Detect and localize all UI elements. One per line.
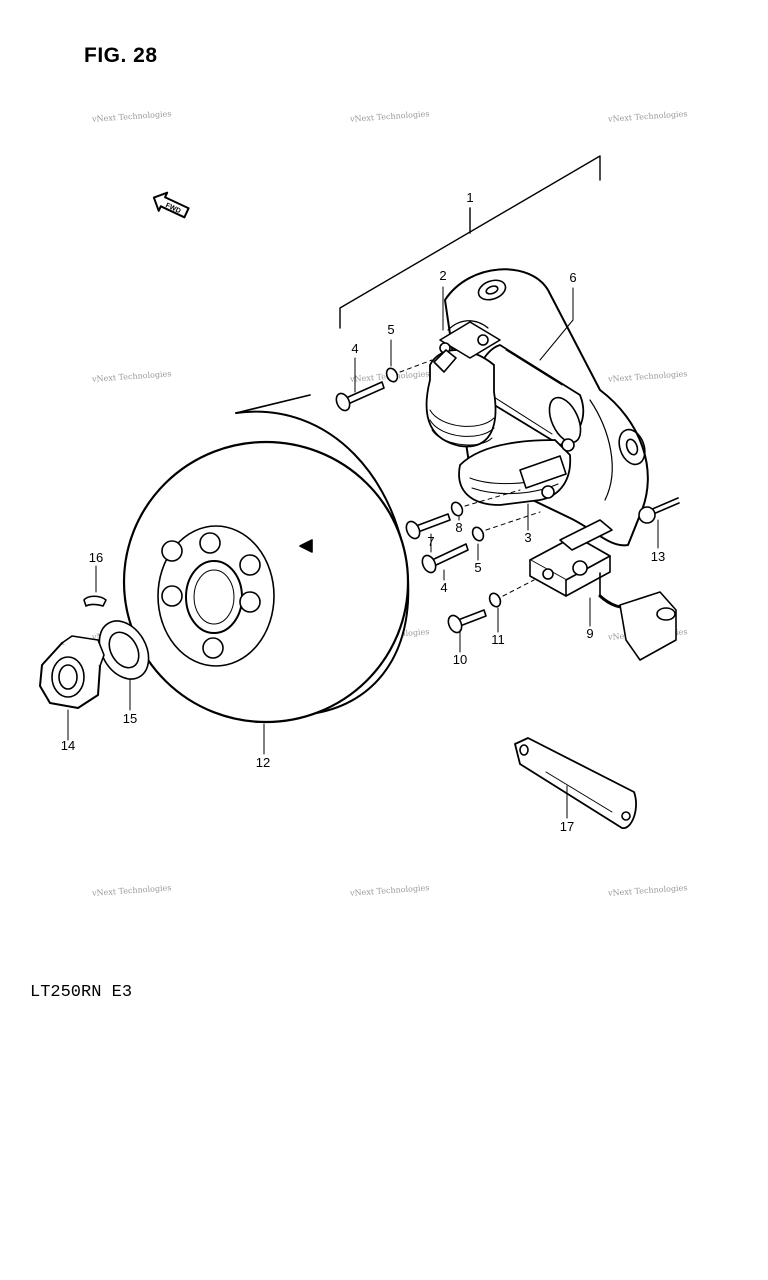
callout-4: 4 xyxy=(351,341,359,356)
callout-13: 13 xyxy=(650,549,666,564)
callout-16: 16 xyxy=(88,550,104,565)
washer-5-lower xyxy=(471,526,485,542)
callout-2: 2 xyxy=(439,268,447,283)
callout-5: 5 xyxy=(387,322,395,337)
washer-11 xyxy=(488,592,502,608)
callout-5: 5 xyxy=(474,560,482,575)
washer-5-upper xyxy=(385,367,399,383)
fwd-arrow-icon: FWD xyxy=(152,191,190,219)
callout-4: 4 xyxy=(440,580,448,595)
callout-10: 10 xyxy=(452,652,468,667)
stator-assembly-bracket xyxy=(339,155,601,329)
rotor-nut xyxy=(39,635,105,709)
source-coil xyxy=(425,320,501,448)
callout-3: 3 xyxy=(524,530,532,545)
leader-lines xyxy=(67,286,659,819)
callout-17: 17 xyxy=(559,819,575,834)
screw-10 xyxy=(447,609,487,634)
callout-12: 12 xyxy=(255,755,271,770)
callout-11: 11 xyxy=(491,632,505,647)
screw-4-upper xyxy=(335,381,385,412)
bolt-13 xyxy=(638,497,680,524)
callout-15: 15 xyxy=(122,711,138,726)
pulser-coil xyxy=(458,438,575,506)
callout-6: 6 xyxy=(569,270,577,285)
callout-1: 1 xyxy=(466,190,474,205)
lead-wire-clamp xyxy=(514,737,637,829)
flywheel-rotor xyxy=(122,394,410,724)
callout-7: 7 xyxy=(427,534,435,549)
callout-8: 8 xyxy=(455,520,463,535)
screw-7 xyxy=(405,513,451,540)
model-code: LT250RN E3 xyxy=(30,983,133,1002)
callout-14: 14 xyxy=(60,738,76,753)
callout-9: 9 xyxy=(586,626,594,641)
figure-title: FIG. 28 xyxy=(84,44,158,67)
screw-4-lower xyxy=(421,543,469,574)
washer-8 xyxy=(450,501,464,517)
pickup-coil xyxy=(529,519,677,661)
washer-15 xyxy=(98,620,150,680)
woodruff-key xyxy=(83,595,107,607)
